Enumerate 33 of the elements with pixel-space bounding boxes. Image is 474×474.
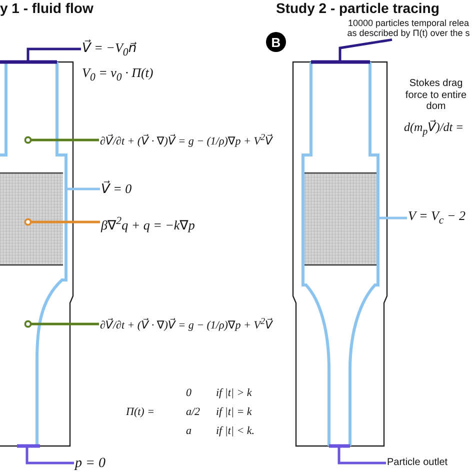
leader-line (24, 218, 100, 226)
leader-line (338, 38, 392, 62)
equation: V⃗ = 0 (101, 181, 132, 198)
leader-line (26, 48, 81, 62)
callout-text: Particle outlet (387, 457, 448, 468)
equation: V⃗ = −V$_{0}$n⃗ (82, 40, 138, 60)
equation: ∂V⃗/∂t + (V⃗ · ∇)V⃗ = g − (1/ρ)∇p + V$^{2}$V⃗ (100, 316, 273, 333)
equation: a/2 (186, 405, 200, 420)
column-drawing (292, 60, 388, 448)
equation: Π(t) = (126, 405, 154, 420)
note-text: Stokes drag force to entire dom (404, 78, 468, 112)
equation: p = 0 (75, 455, 106, 474)
equation: d(m$_{p}$V⃗)/dt = (404, 120, 464, 138)
leader-line (379, 216, 407, 220)
equation: if |t| < k. (216, 424, 255, 438)
panel-title: Study 2 - particle tracing (276, 0, 440, 16)
leader-line (338, 447, 386, 464)
leader-line (26, 447, 74, 464)
equation: ∂V⃗/∂t + (V⃗ · ∇)V⃗ = g − (1/ρ)∇p + V$^{2}$V⃗ (100, 132, 273, 149)
equation: β∇$^{2}$q + q = −k∇p (101, 214, 195, 234)
column-drawing (0, 60, 74, 448)
leader-line (24, 136, 99, 144)
equation: 0 (186, 386, 192, 400)
leader-line (67, 188, 100, 190)
equation: V$_{0}$ = v$_{0}$ · Π(t) (82, 64, 154, 84)
equation: a (186, 424, 192, 438)
leader-line (24, 320, 99, 328)
panel-badge: B (266, 32, 286, 52)
equation: if |t| > k (216, 386, 252, 400)
equation: if |t| = k (216, 405, 252, 420)
callout-text: 10000 particles temporal relea as described by Π(t) over the s (343, 18, 474, 39)
equation: V = V$_{c}$ − 2 (408, 208, 466, 228)
panel-title: y 1 - fluid flow (0, 0, 94, 16)
